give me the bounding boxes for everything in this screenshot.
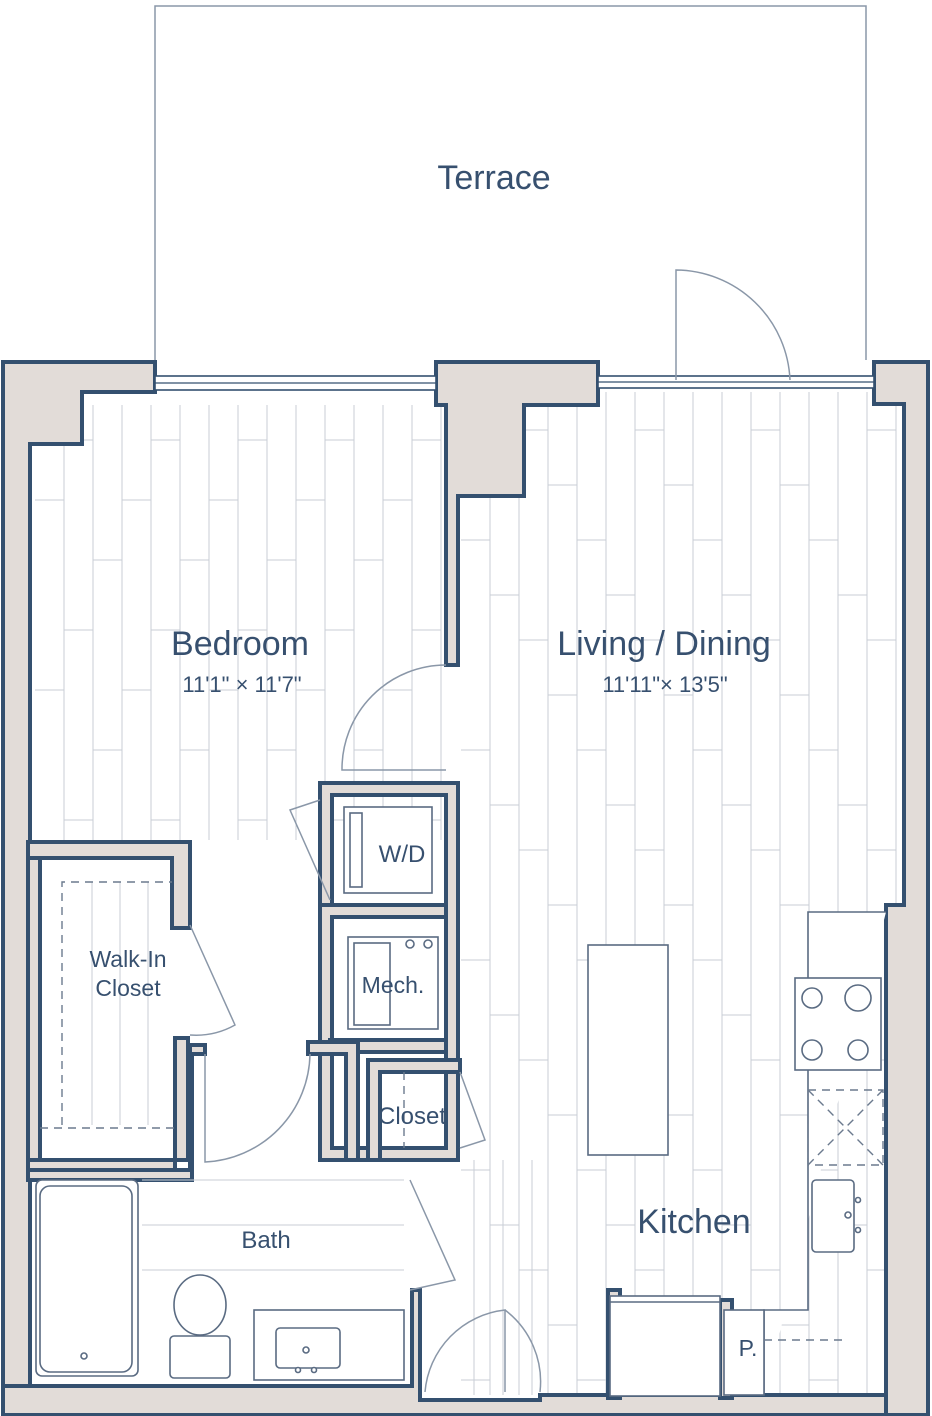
walk-in-closet-label-line1: Walk-In xyxy=(89,946,166,972)
living-dining-dimensions: 11'11"× 13'5" xyxy=(602,672,727,697)
bath-label: Bath xyxy=(241,1227,290,1254)
walk-in-closet-shelves xyxy=(40,881,175,1129)
bedroom-dimensions: 11'1" × 11'7" xyxy=(182,672,301,697)
living-dining-label: Living / Dining xyxy=(557,625,771,663)
windows xyxy=(154,375,875,391)
closet-label: Closet xyxy=(378,1103,446,1130)
terrace-label: Terrace xyxy=(437,159,550,197)
walls xyxy=(1,360,930,1416)
terrace-area xyxy=(154,5,867,360)
room-labels: Terrace Bedroom 11'1" × 11'7" Living / D… xyxy=(89,159,770,1361)
bath-fixtures xyxy=(35,1179,405,1381)
bedroom-label: Bedroom xyxy=(171,625,309,663)
doors xyxy=(189,269,791,1393)
kitchen-label: Kitchen xyxy=(637,1203,750,1241)
floor-planks xyxy=(35,392,897,1395)
walk-in-closet-label-line2: Closet xyxy=(95,975,161,1001)
washer-dryer xyxy=(343,806,433,894)
pantry-label: P. xyxy=(739,1335,758,1361)
mechanical-unit xyxy=(347,936,439,1030)
washer-dryer-label: W/D xyxy=(379,841,426,868)
mech-label: Mech. xyxy=(362,972,425,998)
kitchen-fixtures xyxy=(587,911,886,1397)
